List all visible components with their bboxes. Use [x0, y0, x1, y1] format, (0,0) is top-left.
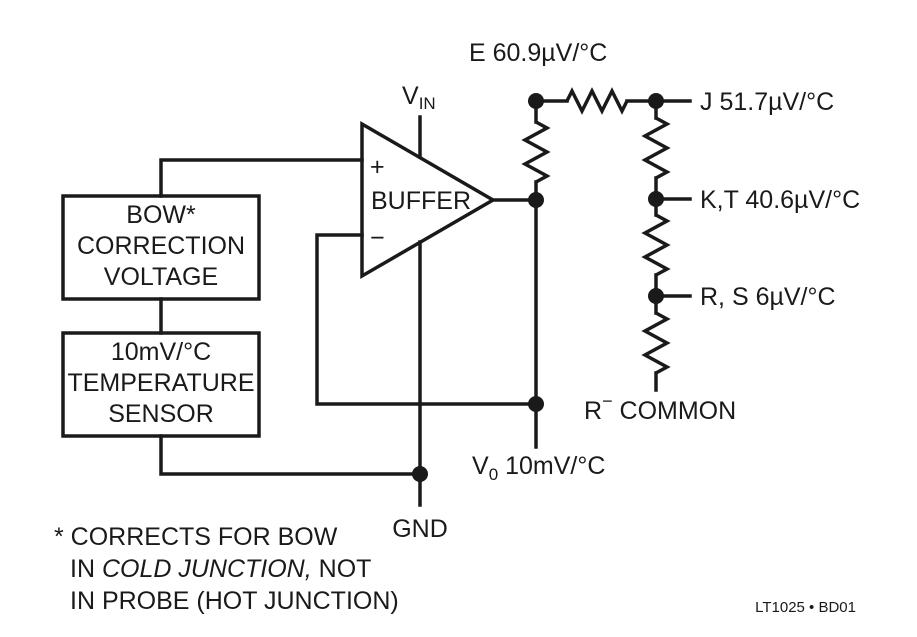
sensor-box-line1: 10mV/°C	[111, 338, 211, 366]
label-e-output: E 60.9µV/°C	[469, 39, 607, 67]
resistor-rs-common	[641, 311, 671, 375]
bow-box-line2: CORRECTION	[77, 232, 245, 260]
label-j-output: J 51.7µV/°C	[700, 88, 834, 116]
label-kt-output: K,T 40.6µV/°C	[700, 186, 860, 214]
buffer-plus-sign: +	[370, 153, 385, 181]
buffer-minus-sign: −	[370, 224, 385, 252]
bow-box-line1: BOW*	[126, 201, 196, 229]
resistor-j-kt	[641, 116, 671, 180]
wire-feedback	[315, 233, 538, 406]
junction-gnd	[412, 466, 428, 482]
buffer-label: BUFFER	[371, 187, 471, 215]
label-vo-output: V0 10mV/°C	[472, 452, 605, 484]
wire-gnd-link	[159, 434, 422, 476]
label-rs-output: R, S 6µV/°C	[700, 283, 836, 311]
footnote-line2: IN COLD JUNCTION, NOT	[70, 555, 371, 583]
gnd-label: GND	[392, 515, 448, 543]
footnote-line3: IN PROBE (HOT JUNCTION)	[70, 587, 399, 615]
figure-id: LT1025 • BD01	[755, 599, 856, 616]
footnote-line1: * CORRECTS FOR BOW	[54, 523, 338, 551]
junction-feedback	[528, 396, 544, 412]
resistor-e-output	[521, 120, 551, 184]
label-rminus-common: R− COMMON	[584, 391, 736, 425]
buffer-amplifier	[360, 120, 497, 280]
bow-box-line3: VOLTAGE	[104, 263, 218, 291]
wire-plus-input	[159, 158, 364, 198]
resistor-kt-rs	[641, 213, 671, 277]
sensor-box-line2: TEMPERATURE	[67, 369, 254, 397]
resistor-e-j	[565, 87, 629, 115]
sensor-box-line3: SENSOR	[108, 400, 214, 428]
vin-label: VIN	[402, 82, 436, 113]
